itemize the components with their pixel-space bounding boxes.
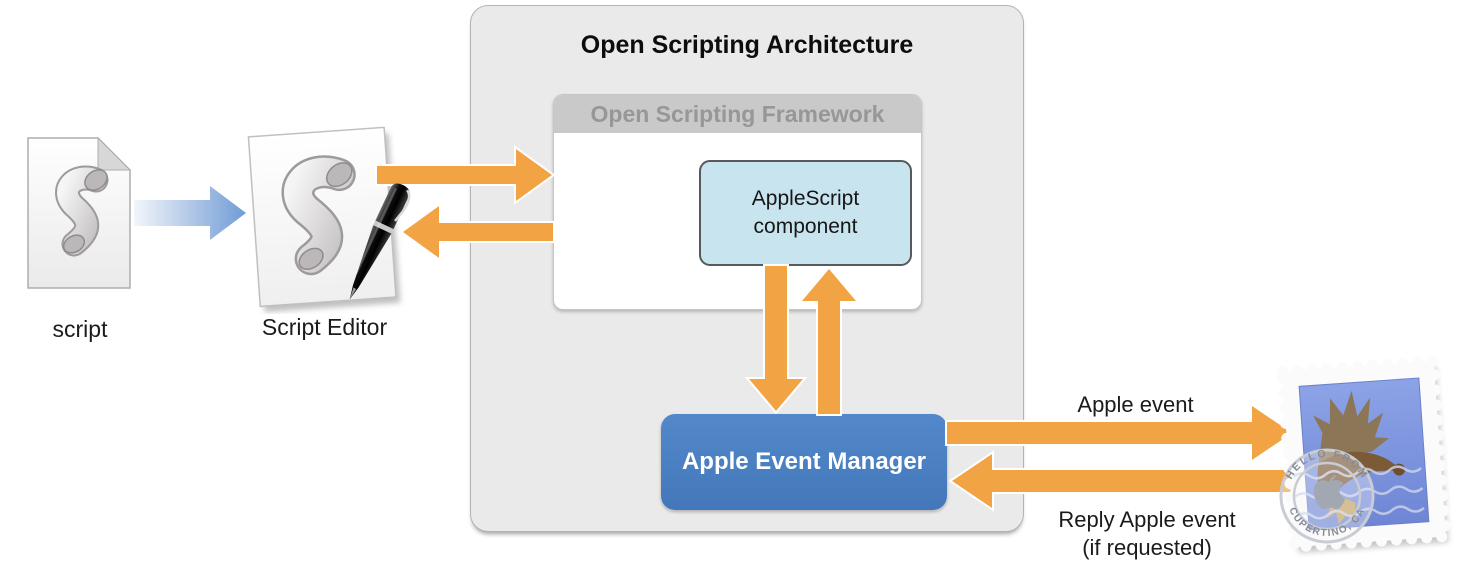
apple-event-label: Apple event <box>1077 392 1194 417</box>
apple-logo <box>1313 475 1346 510</box>
apple-event-manager-box: Apple Event Manager <box>661 414 947 510</box>
osf-header: Open Scripting Framework <box>554 95 921 133</box>
applescript-component-box: AppleScript component <box>699 160 912 266</box>
editor-page <box>247 126 401 313</box>
script-editor-label: Script Editor <box>261 314 388 340</box>
osf-title: Open Scripting Framework <box>590 101 885 127</box>
script-file-icon <box>27 136 132 289</box>
stamp-scalloped-edge <box>1276 355 1452 553</box>
svg-text:CUPERTINO, CA: CUPERTINO, CA <box>1286 506 1367 539</box>
scroll-glyph-large <box>281 155 356 276</box>
scroll-glyph <box>55 165 109 257</box>
postmark-top-text: HELLO FROM <box>1283 448 1368 482</box>
applescript-component-label: AppleScript component <box>751 186 860 238</box>
apple-event-manager-label: Apple Event Manager <box>681 448 927 475</box>
svg-text:HELLO FROM: HELLO FROM <box>1283 448 1370 482</box>
hawk-illustration <box>1313 390 1406 524</box>
postmark-bottom-text: CUPERTINO, CA <box>1286 506 1366 539</box>
script-to-editor-arrow <box>134 186 246 240</box>
page-shape <box>27 137 131 289</box>
reply-label-line1: Reply Apple event <box>1058 507 1236 532</box>
cancellation-waves <box>1292 465 1425 520</box>
reply-apple-event-label: Reply Apple event (if requested) <box>1038 506 1256 562</box>
fountain-pen-icon <box>349 183 411 300</box>
pen-body <box>349 183 411 300</box>
script-label: script <box>52 316 108 342</box>
stamp-blue-field <box>1298 377 1430 531</box>
mail-stamp-icon: HELLO FROM CUPERTINO, CA <box>1276 355 1452 553</box>
osa-title: Open Scripting Architecture <box>580 31 914 59</box>
reply-label-line2: (if requested) <box>1082 535 1212 561</box>
page-dogear <box>97 136 132 171</box>
postmark: HELLO FROM CUPERTINO, CA <box>1279 448 1375 544</box>
stamp-body <box>1276 355 1452 553</box>
script-editor-icon <box>247 126 401 313</box>
